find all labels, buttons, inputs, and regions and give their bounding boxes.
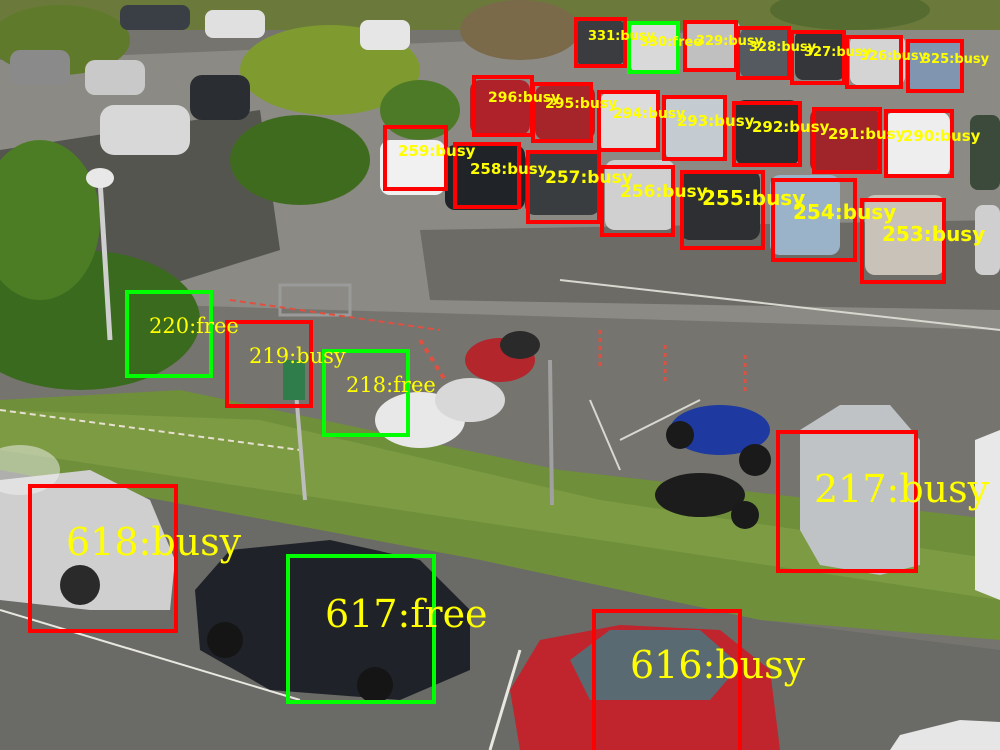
slot-325-box [906,39,964,93]
slot-220-label: 220:free [149,314,239,338]
slot-326-box [845,35,903,89]
slot-618-box [28,484,178,633]
slot-292-box [732,101,802,167]
slot-617-label: 617:free [325,592,488,636]
slot-294-label: 294:busy [613,106,686,122]
slot-217-label: 217:busy [814,467,990,511]
slot-325-label: 325:busy [922,52,990,67]
slot-259-box [383,125,448,191]
slot-296-box [472,75,534,137]
slot-255-label: 255:busy [702,186,806,210]
slot-256-label: 256:busy [620,182,708,202]
slot-616-box [592,609,742,750]
slot-616-label: 616:busy [630,643,806,687]
slot-254-box [771,178,857,262]
slot-327-label: 327:busy [804,45,872,60]
slot-254-label: 254:busy [793,200,897,224]
slot-293-label: 293:busy [677,112,755,130]
slot-328-label: 328:busy [749,40,817,55]
slot-258-box [453,142,521,209]
slot-329-label: 329:busy [696,34,764,49]
slot-253-label: 253:busy [882,222,986,246]
slot-290-box [884,109,954,178]
slot-218-box [322,349,410,437]
slot-218-label: 218:free [346,373,436,397]
slot-331-box [574,17,627,68]
slot-257-label: 257:busy [545,168,633,188]
slot-258-label: 258:busy [470,160,548,178]
slot-255-box [680,170,765,250]
slot-295-label: 295:busy [545,96,618,112]
slot-294-box [597,90,660,152]
slot-295-box [531,82,593,143]
slot-217-box [776,430,918,573]
slot-331-label: 331:busy [588,29,656,44]
slot-617-box [286,554,436,704]
slot-220-box [125,290,213,378]
slot-257-box [526,150,601,224]
slot-618-label: 618:busy [66,520,242,564]
slot-253-box [860,198,946,284]
slot-291-label: 291:busy [828,125,906,143]
slot-292-label: 292:busy [752,118,830,136]
slot-256-box [600,165,675,237]
slot-330-label: 330:free [640,35,703,50]
slot-259-label: 259:busy [398,142,476,160]
slot-291-box [812,107,882,174]
slot-290-label: 290:busy [903,127,981,145]
slot-328-box [736,26,791,80]
slot-327-box [790,30,846,85]
slot-219-box [225,320,313,408]
slot-293-box [662,95,727,161]
slot-326-label: 326:busy [860,49,928,64]
slot-330-box [627,21,680,74]
slot-219-label: 219:busy [249,344,346,368]
slot-296-label: 296:busy [488,90,561,106]
